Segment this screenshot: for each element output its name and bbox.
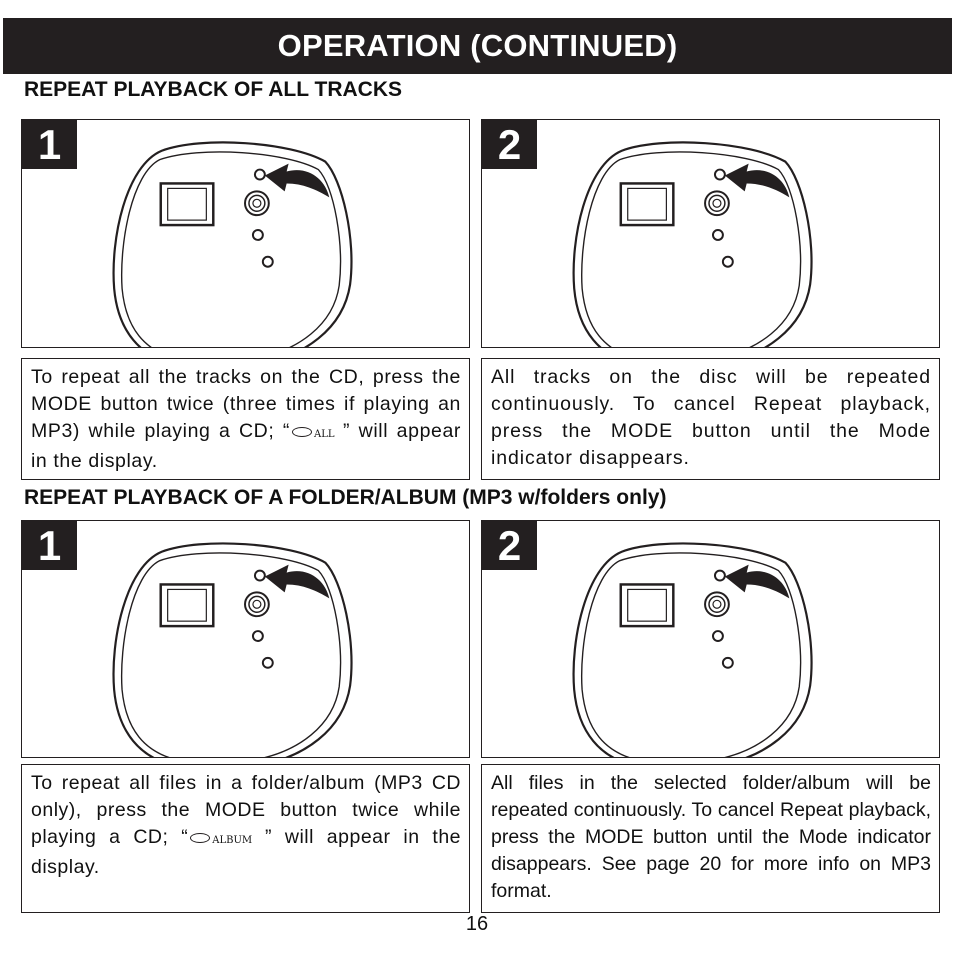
step-number-badge: 2: [482, 120, 537, 169]
cd-player-illustration: [112, 542, 353, 757]
step-text-2b: All files in the selected folder/album w…: [481, 764, 940, 913]
repeat-loop-icon: [292, 426, 312, 437]
step-text-1b: All tracks on the disc will be repeated …: [481, 358, 940, 480]
step-number-badge: 2: [482, 521, 537, 570]
illustration-panel-2a: 1: [21, 520, 470, 758]
illustration-panel-1a: 1: [21, 119, 470, 348]
repeat-symbol-label: ALBUM: [212, 835, 253, 846]
page-header: OPERATION (CONTINUED): [3, 18, 952, 74]
illustration-panel-1b: 2: [481, 119, 940, 348]
cd-player-illustration: [572, 542, 813, 757]
step-number-badge: 1: [22, 521, 77, 570]
illustration-panel-2b: 2: [481, 520, 940, 758]
cd-player-illustration: [112, 141, 353, 347]
page-number: 16: [465, 913, 489, 935]
repeat-symbol-label: ALL: [314, 429, 335, 440]
step-text-2a: To repeat all files in a folder/album (M…: [21, 764, 470, 913]
section-title-repeat-all: REPEAT PLAYBACK OF ALL TRACKS: [24, 78, 403, 101]
step-number-badge: 1: [22, 120, 77, 169]
cd-player-illustration: [572, 141, 813, 347]
page-title: OPERATION (CONTINUED): [277, 28, 678, 63]
step-text-1a: To repeat all the tracks on the CD, pres…: [21, 358, 470, 480]
section-title-repeat-folder: REPEAT PLAYBACK OF A FOLDER/ALBUM (MP3 w…: [24, 486, 667, 509]
repeat-loop-icon: [190, 832, 211, 843]
